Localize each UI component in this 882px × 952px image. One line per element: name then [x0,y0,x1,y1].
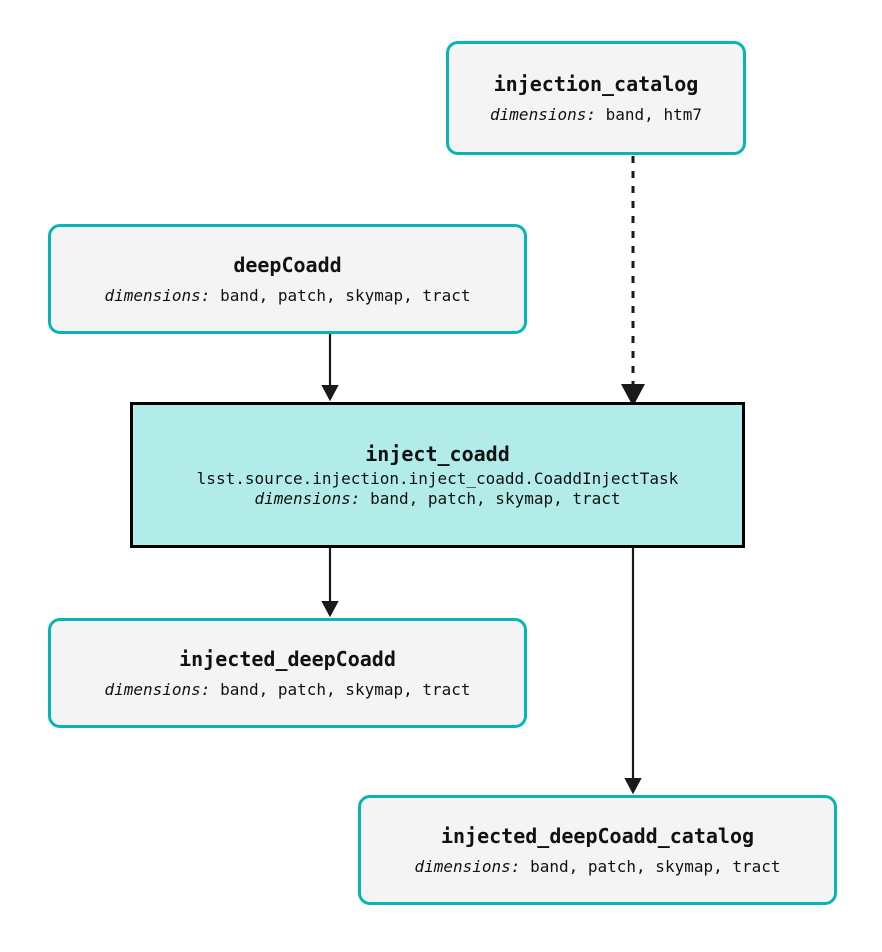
dimensions-value-text: band, patch, skymap, tract [220,679,471,699]
node-dimensions: dimensions: band, htm7 [490,105,702,125]
dimensions-label: dimensions: [104,679,211,699]
dataset-node-injection-catalog[interactable]: injection_catalog dimensions: band, htm7 [446,41,746,155]
dimensions-value [210,680,220,699]
dataset-node-deepcoadd[interactable]: deepCoadd dimensions: band, patch, skyma… [48,224,527,334]
node-title: injected_deepCoadd_catalog [440,823,755,848]
dimensions-value-text: band, patch, skymap, tract [220,285,471,305]
node-dimensions: dimensions: band, patch, skymap, tract [254,489,620,509]
dimensions-value [210,286,220,305]
node-title: injection_catalog [493,71,699,96]
dimensions-label: dimensions: [490,104,596,124]
dataset-node-injected-deepcoadd[interactable]: injected_deepCoadd dimensions: band, pat… [48,618,527,728]
node-title: injected_deepCoadd [179,646,396,671]
node-dimensions: dimensions: band, patch, skymap, tract [104,680,470,700]
task-node-inject-coadd[interactable]: inject_coadd lsst.source.injection.injec… [130,402,745,548]
node-dimensions: dimensions: band, patch, skymap, tract [104,286,470,306]
dimensions-label: dimensions: [414,856,521,876]
dimensions-value-text: band, htm7 [605,104,702,124]
node-dimensions: dimensions: band, patch, skymap, tract [414,857,780,877]
dimensions-label: dimensions: [104,285,211,305]
node-title: deepCoadd [233,252,342,277]
dimensions-label: dimensions: [254,488,361,508]
dimensions-value-text: band, patch, skymap, tract [530,856,781,876]
dimensions-value [520,857,530,876]
node-title: inject_coadd [365,441,510,466]
dimensions-value [596,105,606,124]
dimensions-value-text: band, patch, skymap, tract [370,488,621,508]
dimensions-value [360,489,370,508]
node-class-path: lsst.source.injection.inject_coadd.Coadd… [196,468,679,488]
dataset-node-injected-deepcoadd-catalog[interactable]: injected_deepCoadd_catalog dimensions: b… [358,795,837,905]
